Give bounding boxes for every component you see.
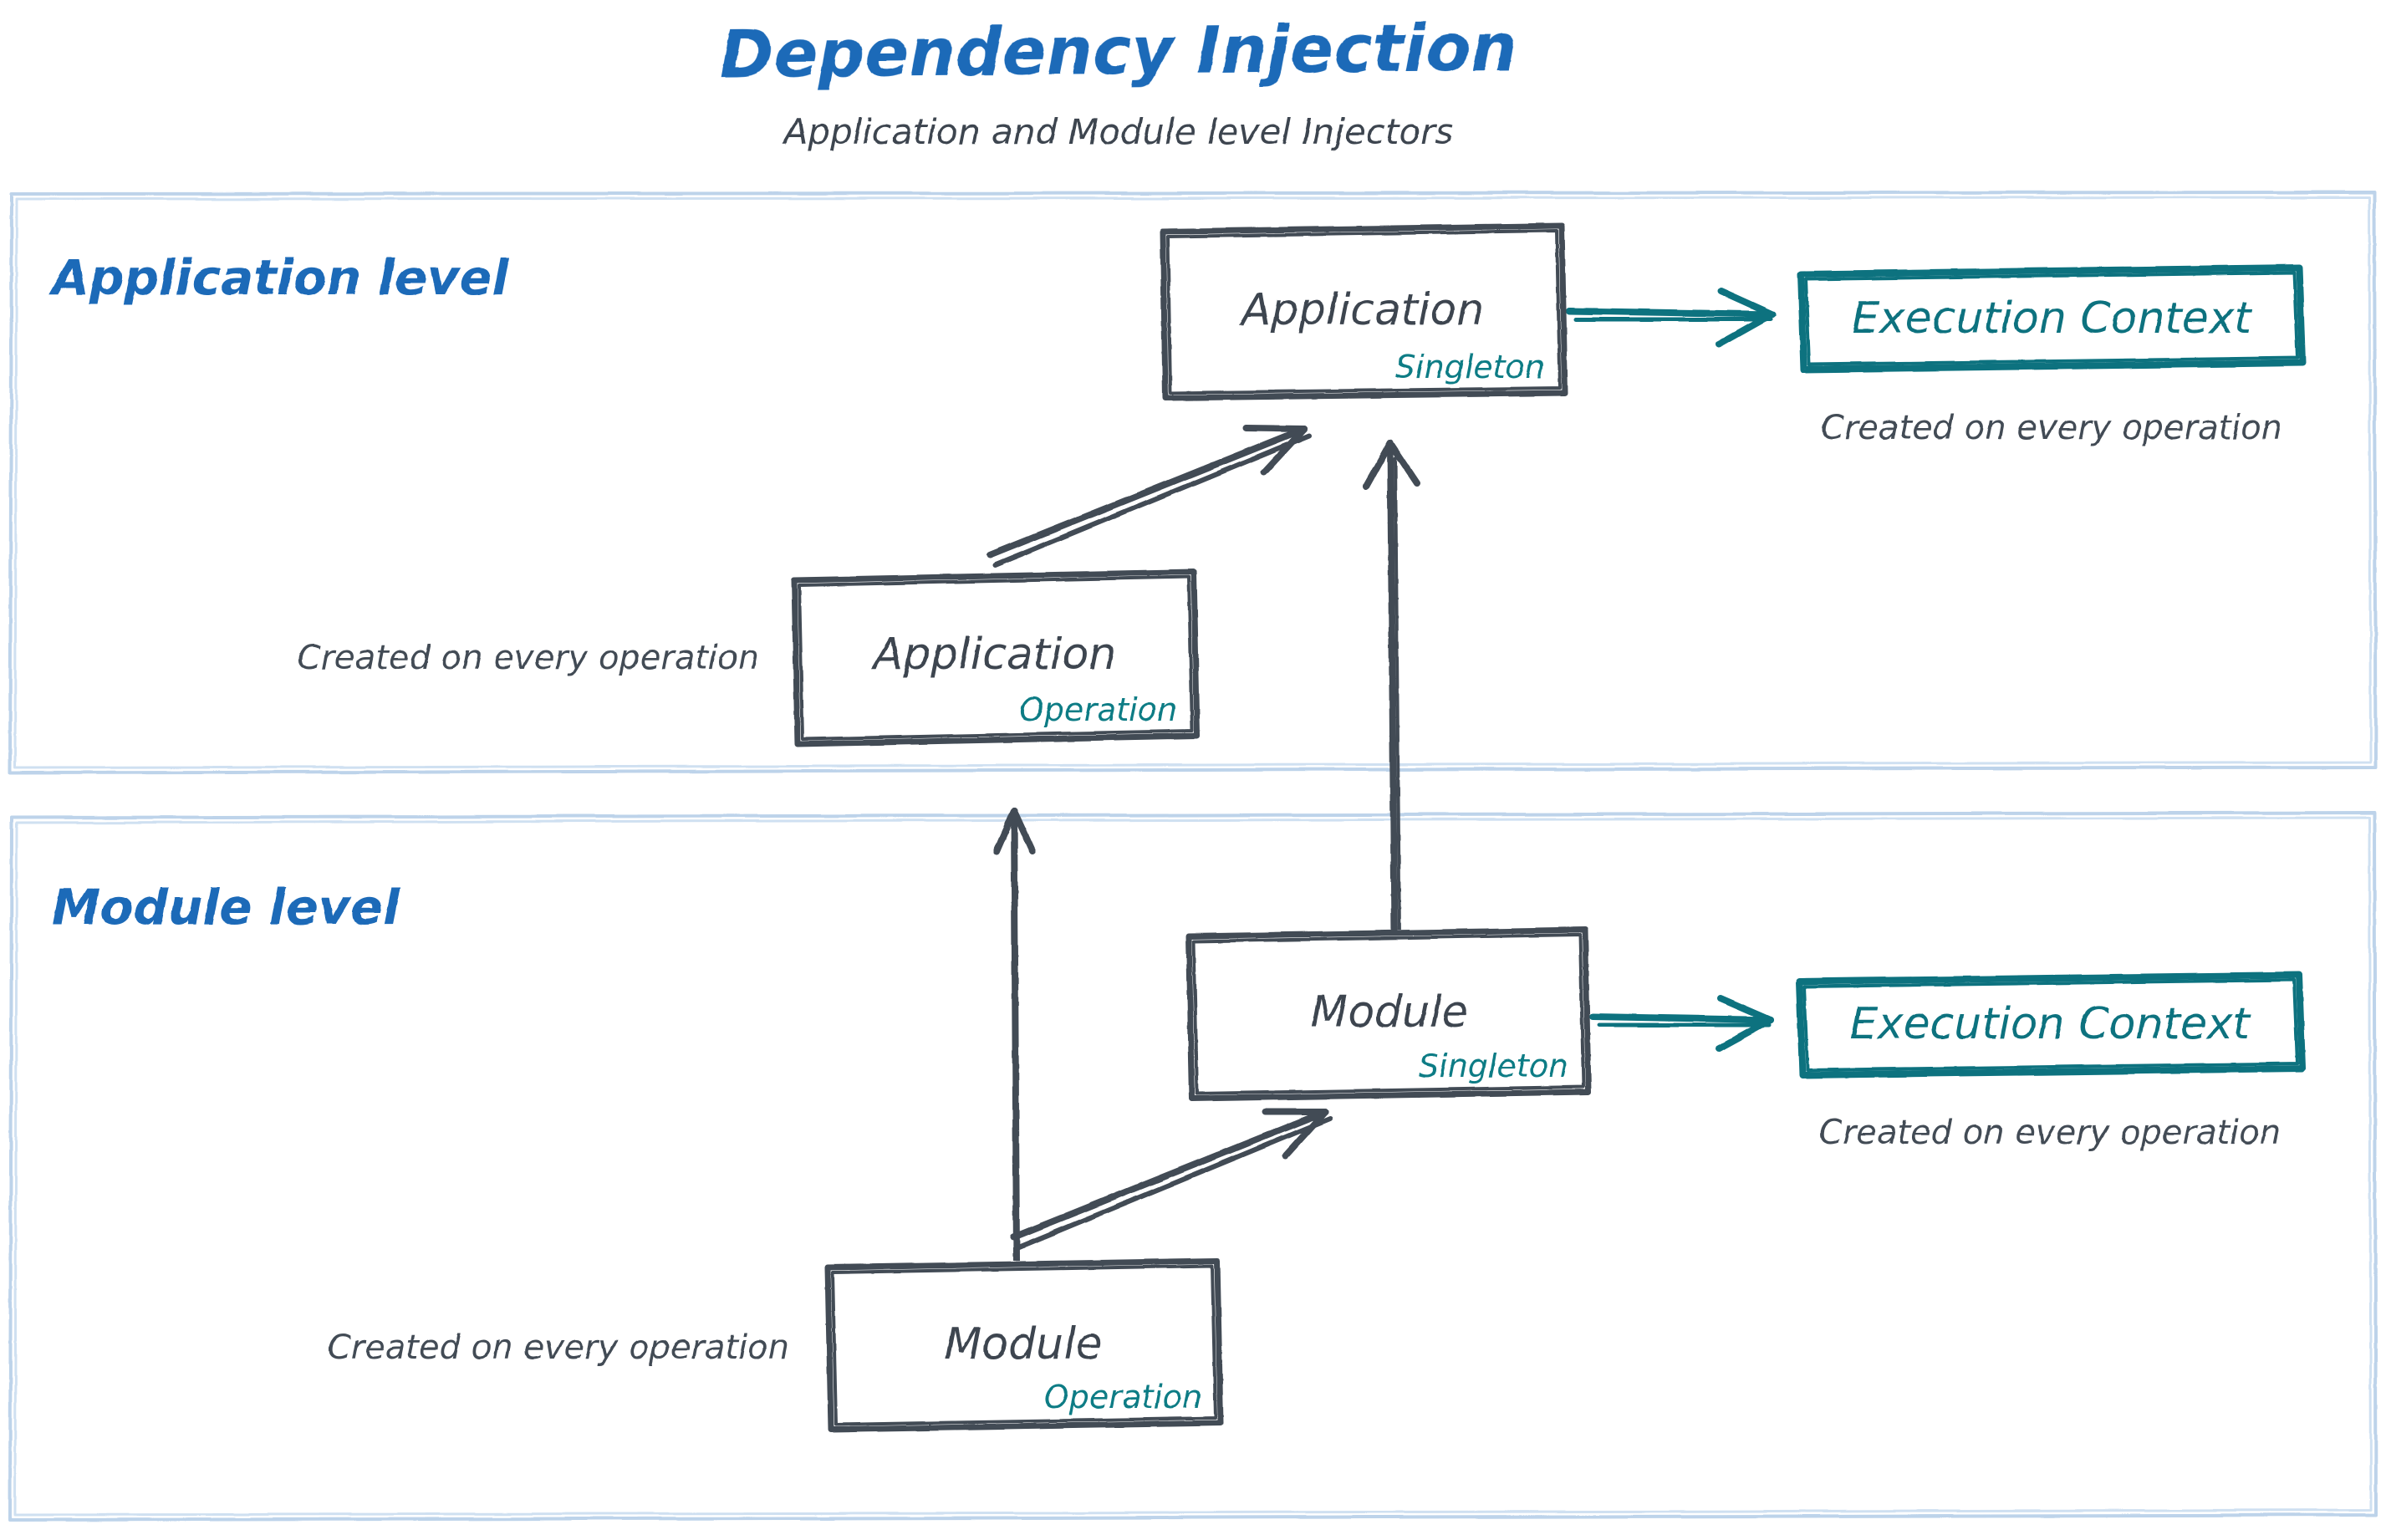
box-execution-context-app-outline — [1797, 264, 2306, 373]
box-module-operation[interactable]: Module Operation — [824, 1257, 1224, 1433]
box-module-singleton-scope: Singleton — [1419, 1048, 1568, 1084]
box-module-singleton-outline — [1185, 926, 1592, 1102]
box-execution-context-module[interactable]: Execution Context — [1796, 971, 2306, 1079]
box-application-singleton-outline — [1160, 222, 1568, 401]
box-application-singleton-title: Application — [1239, 285, 1485, 335]
box-module-singleton-title: Module — [1310, 987, 1468, 1038]
note-execution-context-app: Created on every operation — [1821, 409, 2282, 447]
note-module-operation: Created on every operation — [328, 1328, 789, 1367]
box-module-singleton[interactable]: Module Singleton — [1185, 926, 1592, 1102]
arrow-module-singleton-to-application-singleton — [1363, 440, 1420, 940]
panel-application-level-border — [8, 191, 2378, 774]
box-execution-context-app-title: Execution Context — [1852, 293, 2253, 344]
arrow-module-operation-to-module-singleton — [1010, 1109, 1333, 1250]
panel-module-level: Module level — [8, 811, 2378, 1522]
note-application-operation: Created on every operation — [298, 639, 759, 677]
panel-module-level-border — [8, 811, 2378, 1522]
box-application-operation-title: Application — [871, 630, 1117, 680]
box-module-operation-scope: Operation — [1044, 1379, 1202, 1415]
box-application-singleton[interactable]: Application Singleton — [1160, 222, 1568, 401]
panel-label-application-level: Application level — [48, 249, 510, 306]
arrow-application-singleton-to-execution-context — [1566, 288, 1776, 348]
box-application-singleton-scope: Singleton — [1395, 349, 1545, 385]
box-module-operation-title: Module — [944, 1319, 1102, 1369]
box-application-operation-scope: Operation — [1019, 691, 1177, 728]
box-application-operation[interactable]: Application Operation — [791, 569, 1201, 747]
box-execution-context-module-title: Execution Context — [1850, 999, 2251, 1049]
arrow-application-operation-to-application-singleton — [987, 425, 1312, 568]
box-module-operation-outline — [824, 1257, 1224, 1433]
note-execution-context-module: Created on every operation — [1819, 1114, 2281, 1152]
panel-application-level: Application level — [8, 191, 2378, 774]
panel-label-module-level: Module level — [52, 879, 400, 936]
arrow-module-operation-to-application-operation — [993, 808, 1036, 1266]
arrow-module-singleton-to-execution-context — [1589, 995, 1774, 1052]
box-execution-context-app[interactable]: Execution Context — [1797, 264, 2306, 373]
page-subtitle: Application and Module level Injectors — [782, 111, 1454, 152]
page-title: Dependency Injection — [719, 11, 1517, 93]
box-application-operation-outline — [791, 569, 1201, 747]
box-execution-context-module-outline — [1796, 971, 2306, 1079]
header-group: Dependency Injection Application and Mod… — [719, 11, 1517, 152]
